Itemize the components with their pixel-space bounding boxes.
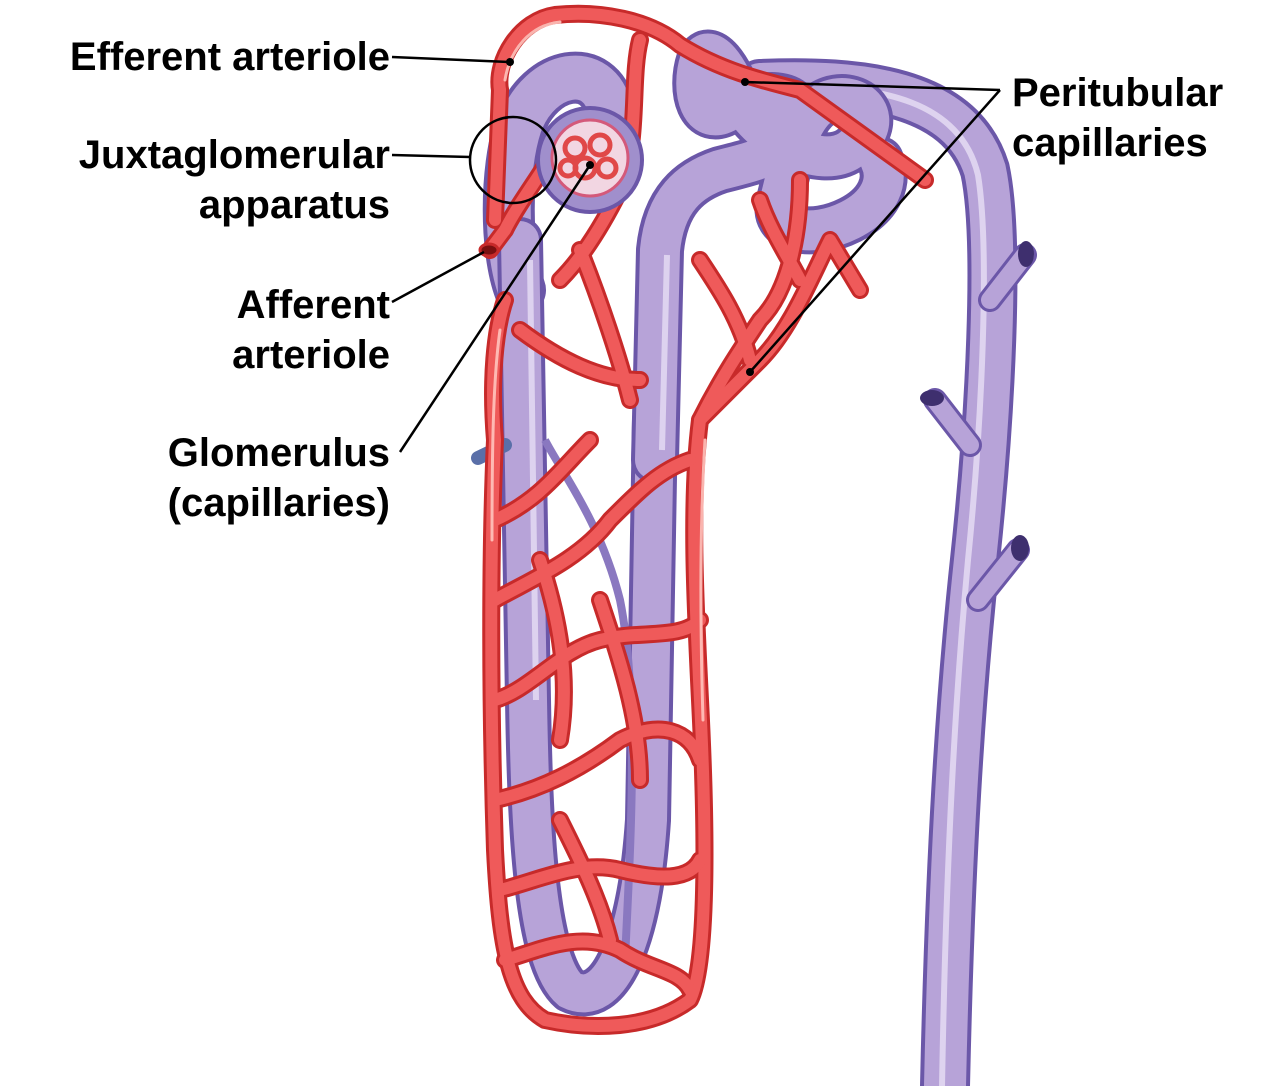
efferent-arteriole-text: Efferent arteriole: [10, 32, 390, 82]
glomerulus: [538, 108, 642, 212]
afferent-opening: [480, 244, 498, 256]
glomerulus-line2: (capillaries): [10, 478, 390, 528]
juxtaglomerular-line1: Juxtaglomerular: [10, 130, 390, 180]
label-peritubular-capillaries: Peritubular capillaries: [1012, 68, 1267, 168]
label-glomerulus: Glomerulus (capillaries): [10, 428, 390, 528]
label-afferent-arteriole: Afferent arteriole: [10, 280, 390, 380]
label-juxtaglomerular-apparatus: Juxtaglomerular apparatus: [10, 130, 390, 230]
afferent-leader: [392, 252, 484, 302]
juxtaglomerular-line2: apparatus: [10, 180, 390, 230]
peritubular-line1: Peritubular: [1012, 68, 1267, 118]
afferent-line1: Afferent: [10, 280, 390, 330]
juxtaglomerular-leader: [392, 155, 470, 157]
glomerulus-line1: Glomerulus: [10, 428, 390, 478]
peritubular-line2: capillaries: [1012, 118, 1267, 168]
afferent-line2: arteriole: [10, 330, 390, 380]
efferent-leader: [392, 57, 510, 62]
label-efferent-arteriole: Efferent arteriole: [10, 32, 390, 82]
